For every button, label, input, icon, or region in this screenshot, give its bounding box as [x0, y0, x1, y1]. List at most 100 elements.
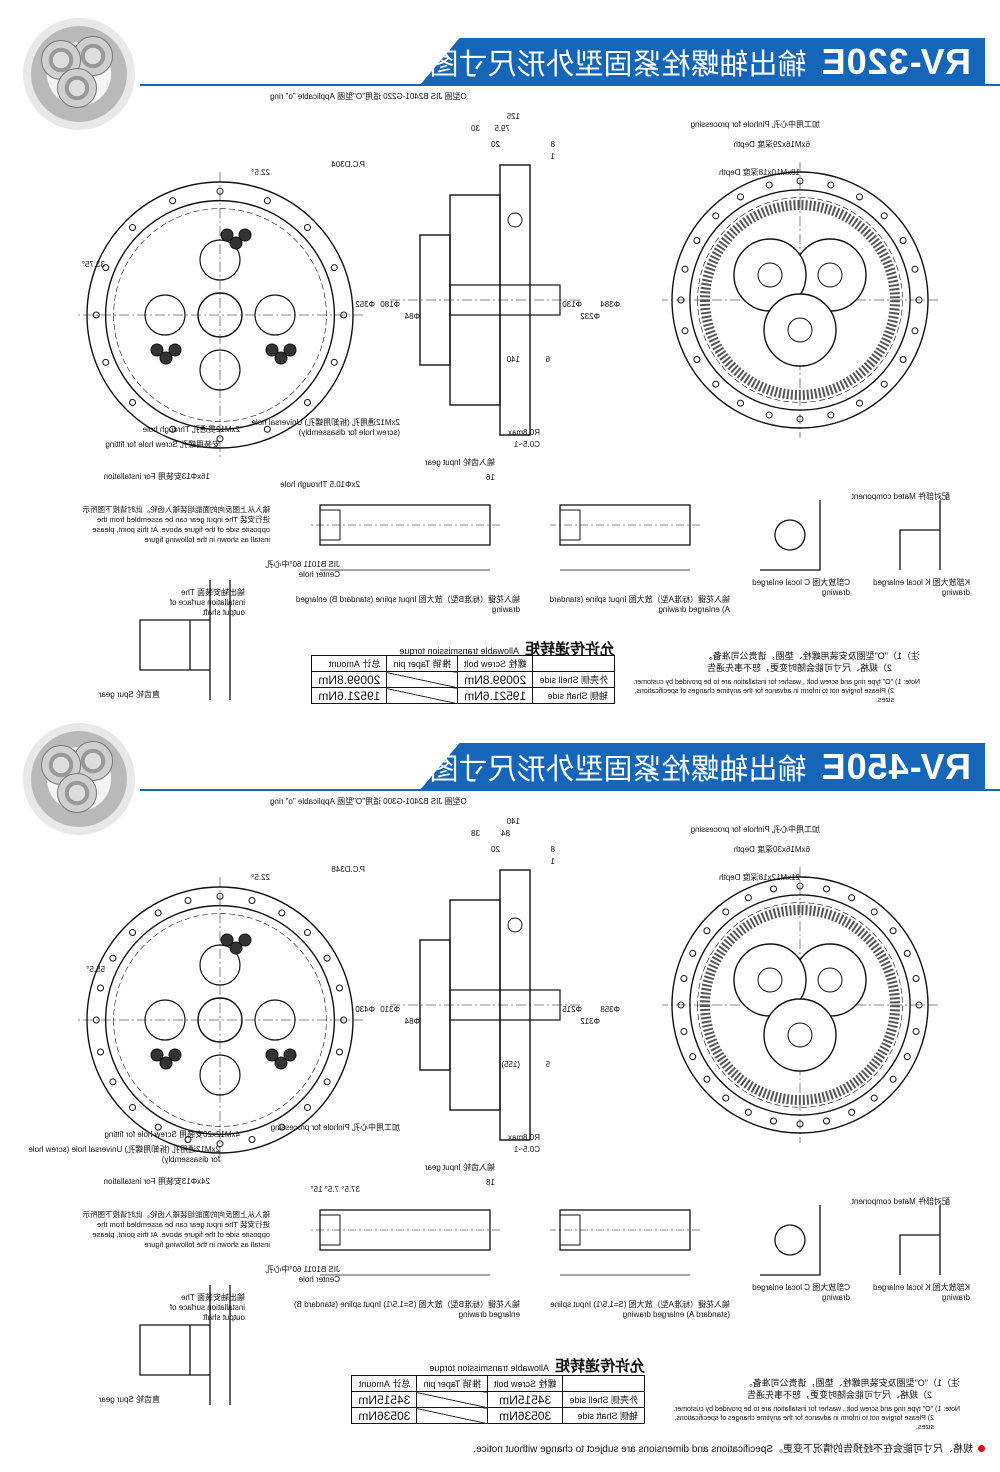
pcd-label: P.C.D304: [331, 160, 365, 169]
section-banner: RV-320E 输出轴螺栓紧固型外形尺寸图: [420, 38, 985, 85]
bolt-hole: [129, 398, 137, 406]
model-section: RV-320E 输出轴螺栓紧固型外形尺寸图 O型圈 JIS B2401-G220…: [0, 0, 1000, 720]
bolt-hole: [680, 1027, 688, 1035]
k-detail-caption: K部放大图 K local enlarged drawing: [873, 578, 970, 597]
tapped-hole: [168, 1048, 182, 1062]
table-cell-empty: [386, 687, 458, 704]
center-bore: [197, 292, 243, 338]
table-header: [562, 1375, 645, 1392]
bolt-hole: [856, 399, 864, 407]
bolt-hole: [335, 1048, 343, 1056]
pin-bore: [199, 239, 241, 281]
bullet-icon: [978, 1445, 985, 1452]
bolt-hole: [870, 1094, 878, 1102]
table-header: [532, 655, 615, 672]
front-view-drawing: [77, 877, 363, 1163]
bolt-hole: [129, 1103, 137, 1111]
bolt-hole: [703, 927, 711, 935]
spline-b-drawing: [310, 504, 500, 571]
dim: Φ84: [404, 1017, 420, 1026]
model-title: RV-320E: [820, 40, 971, 82]
spur-gear-drawing: [139, 1285, 231, 1405]
c-detail-caption: C部放大图 C local enlarged drawing: [752, 1283, 850, 1302]
bolt-hole: [722, 908, 730, 916]
section-title: 输出轴螺栓紧固型外形尺寸图: [429, 48, 807, 81]
mated-label: 配对部件 Mated component: [851, 1197, 950, 1206]
tap-depth-label-2: 21xM12x18深度 Depth: [719, 873, 800, 882]
gear-hub: [757, 967, 783, 993]
tap-depth-label: 6xM16x29深度 Depth: [733, 140, 810, 149]
output-surface-label: 输出轴安装面 The installation surface of outpu…: [169, 1293, 245, 1322]
tapped-hole: [168, 343, 182, 357]
bolt-hole: [216, 435, 224, 443]
output-surface-label: 输出轴安装面 The installation surface of outpu…: [169, 588, 245, 617]
processing-hole-label: 加工用中心孔 Pinhole for processing: [690, 120, 820, 129]
dim: (155): [501, 1060, 520, 1069]
tapped-hole: [283, 1048, 297, 1062]
bolt-hole: [92, 1016, 100, 1024]
banner-rule: [140, 84, 1000, 86]
bolt-hole: [848, 1108, 856, 1116]
tapped-hole: [159, 1056, 173, 1070]
table-cell-empty: [386, 671, 458, 688]
front-view-drawing: [77, 172, 363, 458]
bolt-hole: [303, 929, 311, 937]
input-assembly-note: 输入从上图反向的面能组装输入齿轮。此时请按下图所示进行安装 The input …: [82, 1210, 271, 1249]
dim: Φ180: [380, 300, 400, 309]
note-en: 2) Please forgive not to inform in advan…: [674, 1415, 934, 1431]
spur-gear-label: 直齿轮 Spur gear: [98, 1395, 160, 1404]
center-hole-label: JIS B1011 60°中心孔 Center hole: [265, 1265, 340, 1284]
table-cell: 34515Nm: [351, 1391, 417, 1408]
bolt-hole: [744, 1108, 752, 1116]
bolt-hole: [822, 885, 830, 893]
bolt-hole: [912, 975, 920, 983]
bolt-hole: [689, 949, 697, 957]
spline-a-caption: 输入花键（标准A型）放大图 Input spline (standard A) …: [549, 595, 731, 614]
angle-label: 22.5°: [251, 168, 270, 177]
dim: 140: [506, 355, 520, 364]
spline-b-caption: 输入花键（标准B型）放大图 (S=1.5/1) Input spline (st…: [293, 1300, 520, 1319]
table-cell-empty: [416, 1391, 488, 1408]
table-header: 推销 Taper pin: [386, 655, 458, 672]
universal-hole-label: 加工用中心孔 Pinhole for processing: [270, 1123, 400, 1132]
needle-bearing-ring: [700, 905, 900, 1105]
install-hole-label: 16xΦ13安装用 For installation: [103, 472, 210, 481]
banner-rule: [140, 789, 1000, 791]
bolt-hole: [303, 224, 311, 232]
pin-bore: [199, 349, 241, 391]
bolt-hole: [129, 224, 137, 232]
local-detail-drawing: [760, 1205, 941, 1276]
angle-label: 22.5°: [251, 873, 270, 882]
dim: Φ384: [600, 300, 620, 309]
bolt-hole: [330, 358, 338, 366]
bolt-hole: [97, 1048, 105, 1056]
tapped-hole: [159, 351, 173, 365]
bolt-hole: [184, 897, 192, 905]
footer-text: 规格、尺寸可能会在不经预告的情况下变更。Specifications and d…: [473, 1444, 973, 1455]
bolt-hole: [911, 265, 919, 273]
bolt-hole: [693, 236, 701, 244]
bolt-hole: [856, 193, 864, 201]
oring-label: O型圈 JIS B2401-G220 适用"O"型圈 Applicable "o…: [270, 92, 467, 101]
mated-label: 配对部件 Mated component: [851, 492, 950, 501]
dim: Φ352: [355, 300, 375, 309]
table-cell: 30536Nm: [351, 1407, 417, 1424]
pin-bore: [254, 294, 296, 336]
dim: 38: [471, 829, 480, 838]
bolt-hole: [102, 358, 110, 366]
tap-depth-label: 6xM16x30深度 Depth: [733, 845, 810, 854]
table-header: 总计 Amount: [311, 655, 387, 672]
bolt-hole: [770, 1117, 778, 1125]
screw-hole-label: 2xM12贯通孔 Through hole: [142, 425, 240, 434]
table-header: 推销 Taper pin: [416, 1375, 488, 1392]
torque-title: 允许传递转矩Allowable transmission torque: [429, 1355, 645, 1376]
bolt-hole: [109, 954, 117, 962]
center-bore: [197, 997, 243, 1043]
bolt-hole: [912, 1027, 920, 1035]
model-title: RV-450E: [820, 745, 971, 787]
planet-gear: [763, 998, 837, 1072]
